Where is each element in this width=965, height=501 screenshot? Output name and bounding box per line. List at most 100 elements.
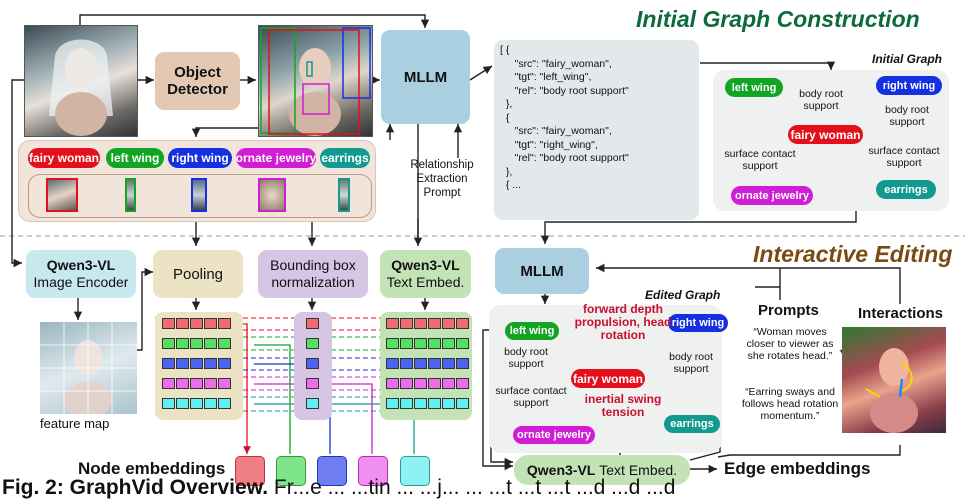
embedding-cell: [442, 398, 455, 409]
embedding-cell: [386, 378, 399, 389]
pooling-box: Pooling: [153, 250, 243, 298]
embedding-cell: [204, 358, 217, 369]
embedding-cell: [442, 338, 455, 349]
embedding-cell: [176, 338, 189, 349]
embedding-cell: [162, 398, 175, 409]
embedding-cell: [414, 398, 427, 409]
embedding-cell: [400, 318, 413, 329]
eg-edge-left-top: body root support: [504, 346, 548, 370]
initial-construction-title: Initial Graph Construction: [636, 6, 920, 32]
bottom-text-embed-title: Qwen3-VL: [526, 461, 596, 478]
embedding-cell: [190, 398, 203, 409]
embedding-cell: [162, 358, 175, 369]
source-image-silhouette: [49, 39, 113, 136]
embedding-cell: [456, 398, 469, 409]
embedding-cell: [162, 378, 175, 389]
embedding-cell: [306, 318, 319, 329]
ig-edge-left-top: body root support: [799, 88, 843, 112]
embedding-cell: [204, 318, 217, 329]
node-emb-right-wing: [317, 456, 347, 486]
embedding-cell: [414, 358, 427, 369]
embedding-cell: [428, 338, 441, 349]
relations-json-text: [ { "src": "fairy_woman", "tgt": "left_w…: [500, 44, 629, 191]
embedding-cell: [306, 398, 319, 409]
obj-pill-fairy-woman: fairy woman: [28, 148, 100, 168]
embedding-cell: [400, 398, 413, 409]
embedding-cell: [306, 358, 319, 369]
embedding-cell: [456, 318, 469, 329]
eg-edge-right-top: body root support: [669, 351, 713, 375]
crop-ornate-jewelry: [258, 178, 286, 212]
embedding-cell: [176, 358, 189, 369]
embedding-cell: [190, 378, 203, 389]
embedding-cell: [400, 378, 413, 389]
ig-node-right-wing: right wing: [876, 76, 942, 95]
image-encoder-sub: Image Encoder: [33, 274, 129, 290]
embedding-cell: [428, 358, 441, 369]
embedding-cell: [456, 338, 469, 349]
node-embeddings-label: Node embeddings: [78, 459, 226, 478]
ig-node-fairy-woman: fairy woman: [788, 125, 863, 144]
source-image: [24, 25, 138, 137]
image-encoder-title: Qwen3-VL: [46, 257, 116, 273]
figure-caption: Fig. 2: GraphVid Overview. Fr...e ... ..…: [2, 476, 675, 500]
interactions-title: Interactions: [858, 305, 944, 322]
embedding-cell: [218, 338, 231, 349]
eg-node-ornate-jewelry: ornate jewelry: [513, 426, 595, 444]
embedding-cell: [204, 378, 217, 389]
ig-node-ornate-jewelry: ornate jewelry: [731, 186, 813, 205]
embedding-cell: [218, 318, 231, 329]
initial-graph-title: Initial Graph: [872, 52, 943, 66]
embedding-cell: [428, 318, 441, 329]
text-embed-title: Qwen3-VL: [391, 257, 460, 273]
prompt-text-2: “Earring sways and follows head rotation…: [741, 386, 839, 422]
embedding-cell: [442, 378, 455, 389]
ig-node-left-wing: left wing: [725, 78, 783, 97]
text-embed-box: Qwen3-VL Text Embed.: [380, 250, 471, 298]
embedding-cell: [218, 358, 231, 369]
embedding-cell: [386, 398, 399, 409]
embedding-cell: [414, 378, 427, 389]
embedding-cell: [386, 338, 399, 349]
eg-node-earrings: earrings: [664, 415, 720, 433]
prompt-text-1: “Woman moves closer to viewer as she rot…: [746, 326, 834, 362]
embedding-cell: [456, 358, 469, 369]
ig-edge-right-bottom: surface contact support: [868, 145, 940, 169]
embedding-cell: [442, 318, 455, 329]
eg-edge-self: forward depth propulsion, head rotation: [574, 302, 672, 342]
obj-pill-right-wing: right wing: [168, 148, 232, 168]
obj-pill-left-wing: left wing: [106, 148, 164, 168]
node-emb-fairy-woman: [235, 456, 265, 486]
embedding-cell: [306, 338, 319, 349]
embedding-cell: [204, 338, 217, 349]
embedding-cell: [176, 318, 189, 329]
embedding-cell: [190, 338, 203, 349]
embedding-cell: [386, 358, 399, 369]
embedding-cell: [218, 378, 231, 389]
eg-edge-earring: inertial swing tension: [584, 392, 662, 419]
ig-node-earrings: earrings: [876, 180, 936, 199]
embedding-cell: [162, 338, 175, 349]
feature-map-grid: [40, 322, 137, 414]
embedding-cell: [190, 318, 203, 329]
detected-image: [258, 25, 373, 137]
relationship-prompt-label: Relationship Extraction Prompt: [410, 159, 474, 199]
embedding-cell: [176, 398, 189, 409]
embedding-cell: [428, 378, 441, 389]
crop-left-wing: [125, 178, 136, 212]
mllm-box: MLLM: [381, 30, 470, 124]
eg-edge-left-bottom: surface contact support: [495, 385, 567, 409]
crop-right-wing: [191, 178, 207, 212]
embedding-cell: [176, 378, 189, 389]
bottom-text-embed-box: Qwen3-VL Text Embed.: [514, 455, 690, 485]
embedding-cell: [162, 318, 175, 329]
feature-map-label: feature map: [40, 416, 110, 431]
node-emb-ornate-jewelry: [358, 456, 388, 486]
interaction-strokes: [865, 348, 918, 433]
interaction-image: [842, 327, 946, 433]
obj-pill-earrings: earrings: [320, 148, 370, 168]
caption-rest: Fr...e ... ...tin ... ...j... ... ...t .…: [268, 476, 676, 499]
edge-embeddings-label: Edge embeddings: [724, 459, 871, 478]
crop-earrings: [338, 178, 350, 212]
feature-map-image: [40, 322, 137, 414]
